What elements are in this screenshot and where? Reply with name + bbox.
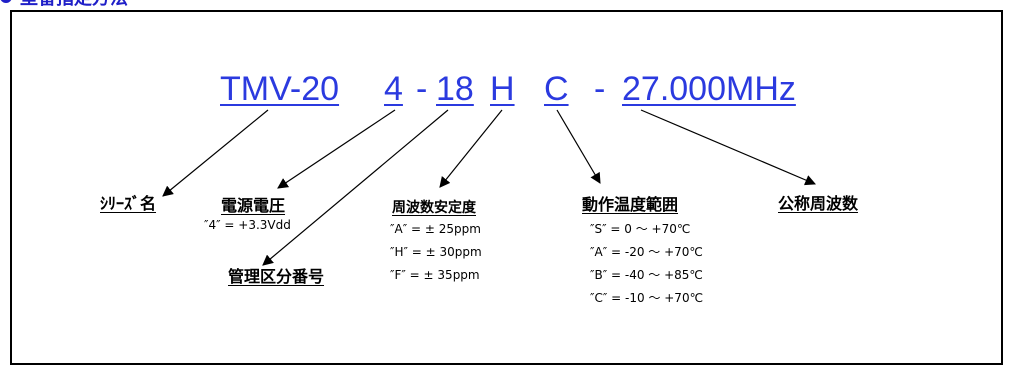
label-series: ｼﾘｰｽﾞ名 [100,194,157,213]
option-temp-b: ″B″ = -40 ～ +85℃ [590,268,703,282]
code-freq: 27.000MHz [622,70,796,108]
label-mgmt: 管理区分番号 [228,267,325,286]
label-freq: 公称周波数 [778,194,859,213]
bullet-icon [0,0,12,3]
section-heading: 型番指定方法 [0,0,128,10]
code-stability: H [490,70,515,108]
option-stability-f: ″F″ = ± 35ppm [390,268,480,282]
code-mgmt: 18 [436,70,474,108]
label-stability: 周波数安定度 [392,200,476,216]
label-voltage: 電源電圧 [221,196,286,215]
code-dash-1: - [416,70,428,108]
label-temp: 動作温度範囲 [582,195,679,214]
option-temp-a: ″A″ = -20 ～ +70℃ [590,245,703,259]
code-series: TMV-20 [220,70,340,108]
option-temp-c: ″C″ = -10 ～ +70℃ [590,291,704,305]
diagram-frame [10,10,1003,365]
heading-text: 型番指定方法 [20,0,128,10]
code-temp: C [544,70,569,108]
option-stability-h: ″H″ = ± 30ppm [390,245,482,259]
option-temp-s: ″S″ = 0 ～ +70℃ [590,222,691,236]
option-voltage-4: ″4″ = +3.3Vdd [204,218,291,232]
option-stability-a: ″A″ = ± 25ppm [390,222,481,236]
code-dash-2: - [594,70,606,108]
code-voltage: 4 [384,70,403,108]
